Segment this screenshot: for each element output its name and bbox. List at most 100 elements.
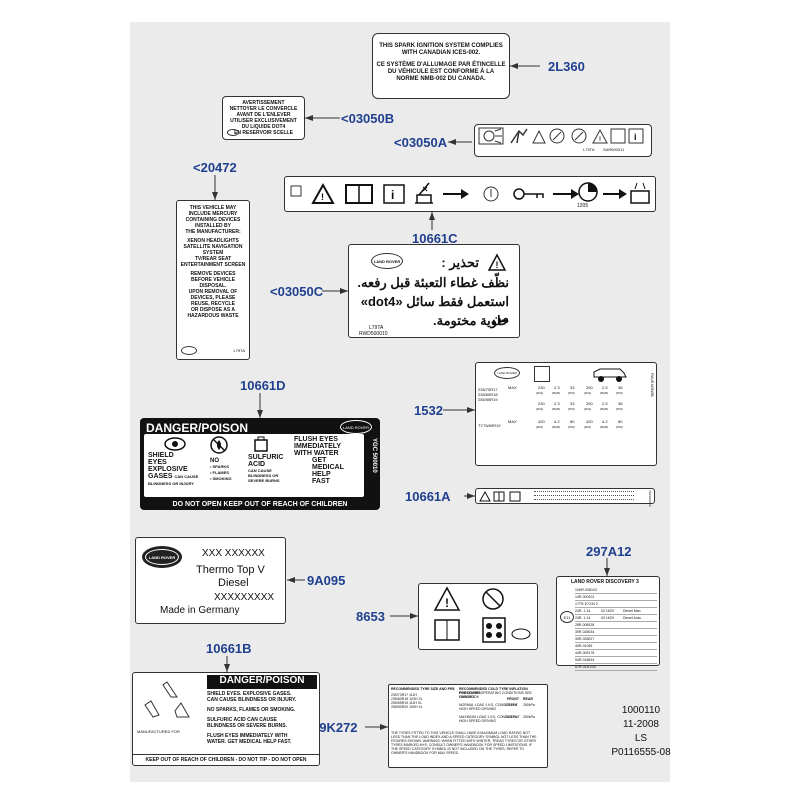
no-text: NO [210, 458, 219, 464]
label-10661c-value: 1205 [577, 203, 589, 209]
pressure-unit: (PSI) [616, 425, 623, 429]
label-03050b-line1: AVERTISSEMENT [242, 100, 285, 106]
mercury-line: OR DISPOSE AS A [190, 307, 236, 313]
ref-19K272: 19K272 [312, 720, 358, 735]
shield-text: SHIELD [148, 452, 174, 459]
footer-line2: 11-2008 [623, 719, 659, 730]
label-8653-pictograms: ! [433, 586, 531, 643]
mercury-line: BEFORE VEHICLE [191, 277, 235, 283]
no-flame-icon [210, 436, 228, 459]
eye-shield-icon [164, 436, 186, 457]
mercury-line: HAZARDOUS WASTE [187, 313, 239, 319]
ref-9A095: 9A095 [307, 573, 346, 588]
battery-sequence-pictograms: ! i [290, 182, 650, 204]
heater-serial: XXXXXXXXX [214, 592, 275, 603]
mercury-line: SYSTEM [202, 250, 224, 256]
heater-model: Thermo Top V [196, 564, 265, 576]
recycle-text: MANUFACTURED FOR [137, 729, 180, 734]
label-10661b-header: DANGER/POISON [207, 675, 317, 689]
ices-fr-line2: DU VÉHICULE EST CONFORME À LA [387, 69, 495, 75]
sparks-text: • SPARKS [210, 464, 229, 469]
label-10661a: YGC000150 [475, 488, 655, 507]
pressure-unit: (BAR) [552, 425, 561, 429]
ref-03050A: <03050A [394, 135, 448, 150]
label-8653: ! [418, 583, 538, 650]
flush2-text: IMMEDIATELY [294, 443, 342, 450]
pressure-unit: (kPa) [536, 407, 544, 411]
max-front: 230kPa [505, 715, 517, 719]
acid-burns-text: SEVERE BURNS [248, 478, 280, 483]
max-rear: 250kPa [523, 715, 535, 719]
label-03050b-line6: EN RESERVOIR SCELLE [234, 130, 293, 136]
row3-max: MAX [508, 419, 517, 424]
approval-value [601, 601, 623, 607]
heater-origin: Made in Germany [160, 605, 240, 616]
pressure-unit: (PSI) [568, 391, 575, 395]
vehicle-icon [592, 367, 628, 388]
label-19k272: RECOMMENDED TYRE SIZE AND PR8 RECOMMENDE… [388, 684, 548, 768]
get-text: GET [312, 457, 327, 464]
tyre-size-3: 255/50R20 109H XL [391, 705, 423, 709]
pressure-value: 33 [570, 401, 575, 406]
svg-text:!: ! [445, 596, 449, 610]
arabic-line2: استعمل فقط سائل «dot4» من [360, 294, 509, 325]
pressure-unit: (kPa) [584, 425, 592, 429]
tyre-size-1: 235/60R18 103H XL [391, 697, 423, 701]
arabic-line1: نظّف غطاء التعبئة قبل رفعه. [357, 275, 509, 290]
pressure-value: 2.5 [602, 401, 608, 406]
rear-col: REAR [523, 697, 533, 701]
ref-1532: 1532 [414, 403, 443, 418]
tyre-size-0: 235/70R17 111H [391, 693, 417, 697]
gases-text: GASES [148, 473, 173, 480]
ref-8653: 8653 [356, 609, 385, 624]
pressure-value: 230 [538, 385, 545, 390]
shield-eyes-block: SHIELD EYES EXPLOSIVE GASES CAN CAUSE BL… [148, 452, 198, 487]
label-9a095: LAND ROVER XXX XXXXXX Thermo Top V Diese… [135, 537, 286, 624]
pressure-unit: (BAR) [600, 425, 609, 429]
inflation-heading-3: HANDBOOK [459, 695, 480, 699]
pressure-unit: (BAR) [600, 407, 609, 411]
can-cause-text: CAN CAUSE [174, 474, 199, 479]
approval-code: 17TR-E7234 2 [575, 602, 598, 606]
normal-load: NORMAL LOAD 1 KG, CONSISTENT [459, 703, 518, 707]
label-10661b-footer: KEEP OUT OF REACH OF CHILDREN - DO NOT T… [133, 754, 319, 763]
mercury-line: CONTAINING DEVICES [185, 217, 241, 223]
acid-icon [252, 436, 270, 457]
label-1532-side: RAVEN/SWB [650, 373, 655, 397]
label-10661d-side-code: YGC 500010 [371, 438, 377, 473]
pressure-value: 230 [538, 401, 545, 406]
no-sparks-block: NO • SPARKS • FLAMES • SMOKING [210, 458, 232, 482]
approval-variant: Diesel Man. [623, 609, 642, 613]
inflation-heading: RECOMMENDED COLD TYRE INFLATION PRESSURE… [459, 687, 528, 695]
label-03050b-line3: AVANT DE L'ENLEVER [236, 112, 291, 118]
ref-10661A: 10661A [405, 489, 451, 504]
label-10661c: ! i 1205 [284, 176, 656, 212]
label-03050b-line5: DU LIQUIDE DOT4 [241, 124, 286, 130]
pressure-unit: (kPa) [536, 391, 544, 395]
acid-cause-text: CAN CAUSE [248, 468, 272, 473]
brake-fluid-pictograms: ! i [478, 127, 644, 145]
pressure-value: 33 [570, 385, 575, 390]
approval-value: 03 1629 [601, 616, 614, 620]
ref-297A12: 297A12 [586, 544, 632, 559]
flush1-text: FLUSH EYES [294, 436, 338, 443]
sulfuric-text: SULFURIC [248, 454, 284, 461]
normal-load-b: HIGH SPEED DRIVING [459, 707, 497, 711]
footer-line1: 1000110 [621, 705, 661, 716]
front-col: FRONT [507, 697, 520, 701]
label-03050a-code1: L79TA [583, 147, 595, 152]
pressure-unit: (BAR) [552, 407, 561, 411]
label-03050c-code1: L79TA [369, 325, 384, 331]
max-load: MAXIMUM LOAD 1 KG, CONSISTENT [459, 715, 520, 719]
tyre-note: THE TYRES FITTED TO THIS VEHICLE SHALL H… [391, 731, 537, 755]
approval-code: 44R-005178 [575, 651, 595, 655]
pressure-unit: (PSI) [616, 407, 623, 411]
row2-tyre-size: TY75/80R19 [478, 423, 501, 428]
acid-blind-text: BLINDNESS OR [248, 473, 279, 478]
statement-1: SHIELD EYES. EXPLOSIVE GASES. [207, 691, 292, 697]
e11-mark: E11 [560, 611, 574, 623]
label-03050b-line2: NETTOYER LE CONVERCLE [229, 106, 298, 112]
pressure-unit: (PSI) [568, 425, 575, 429]
ref-10661D: 10661D [240, 378, 286, 393]
